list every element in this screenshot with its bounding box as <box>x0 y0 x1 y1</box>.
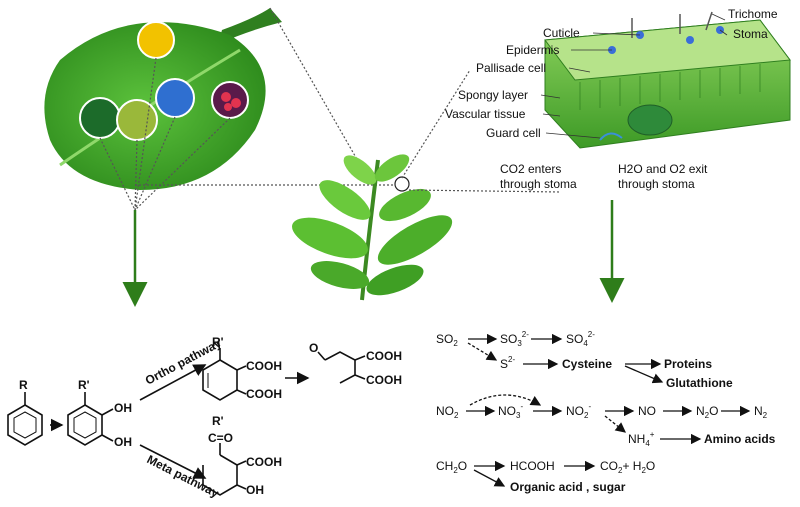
label-h2o-line2: through stoma <box>618 177 695 191</box>
cell-yellow-circle <box>137 21 175 59</box>
big-leaf <box>44 7 395 211</box>
chem-no: NO <box>638 404 656 418</box>
chem-cysteine: Cysteine <box>562 357 612 371</box>
label-stoma: Stoma <box>733 27 768 41</box>
small-plant <box>292 154 453 301</box>
leaf-blade <box>44 22 266 191</box>
chem-ortho-cooh2: COOH <box>246 387 282 401</box>
chem-n2: N2 <box>754 404 768 420</box>
leaf-stem <box>218 8 282 44</box>
chem-n2o: N2O <box>696 404 718 420</box>
chem-so3: SO32- <box>500 330 529 348</box>
chem-s2: S2- <box>500 355 515 371</box>
label-pallisade-cell: Pallisade cell <box>476 61 546 75</box>
chem-so2: SO2 <box>436 332 458 348</box>
chem-co2-h2o: CO2+ H2O <box>600 459 655 475</box>
chem-amino-acids: Amino acids <box>704 432 776 446</box>
chem-oh-top: OH <box>114 401 132 415</box>
chem-keto-cooh2: COOH <box>366 373 402 387</box>
label-cuticle: Cuticle <box>543 26 580 40</box>
cell-olive-circle <box>116 99 158 141</box>
chem-keto-o: O <box>309 341 318 355</box>
chem-hcooh: HCOOH <box>510 459 555 473</box>
chem-organic-acid-sugar: Organic acid , sugar <box>510 480 626 494</box>
chem-oh-bottom: OH <box>114 435 132 449</box>
chem-ortho-rprime: R' <box>212 335 224 349</box>
chem-glutathione: Glutathione <box>666 376 733 390</box>
chem-meta-co: C=O <box>208 431 233 445</box>
chem-ortho-cooh1: COOH <box>246 359 282 373</box>
cell-blue-circle <box>155 78 195 118</box>
chem-meta-oh: OH <box>246 483 264 497</box>
label-co2-line2: through stoma <box>500 177 577 191</box>
chem-nh4: NH4+ <box>628 430 655 448</box>
chem-so4: SO42- <box>566 330 595 348</box>
chem-no2-ion: NO2- <box>566 402 591 420</box>
leaf-cross-section <box>544 11 791 149</box>
chem-meta-cooh: COOH <box>246 455 282 469</box>
chem-proteins: Proteins <box>664 357 712 371</box>
label-vascular-tissue: Vascular tissue <box>445 107 526 121</box>
label-epidermis: Epidermis <box>506 43 559 57</box>
label-spongy-layer: Spongy layer <box>458 88 528 102</box>
reaction-arrows <box>466 333 751 487</box>
chem-meta-rprime: R' <box>212 414 224 428</box>
aromatic-degradation <box>7 348 366 496</box>
cell-green-dark-circle <box>79 97 121 139</box>
chem-no3: NO3- <box>498 402 523 420</box>
chem-keto-cooh1: COOH <box>366 349 402 363</box>
meta-pathway-label: Meta pathway <box>145 452 222 500</box>
chem-r-prime: R' <box>78 378 90 392</box>
label-trichome: Trichome <box>728 7 778 21</box>
label-guard-cell: Guard cell <box>486 126 541 140</box>
chem-r: R <box>19 378 28 392</box>
label-co2-line1: CO2 enters <box>500 162 561 176</box>
label-h2o-line1: H2O and O2 exit <box>618 162 708 176</box>
chem-ch2o: CH2O <box>436 459 467 475</box>
chem-no2: NO2 <box>436 404 459 420</box>
